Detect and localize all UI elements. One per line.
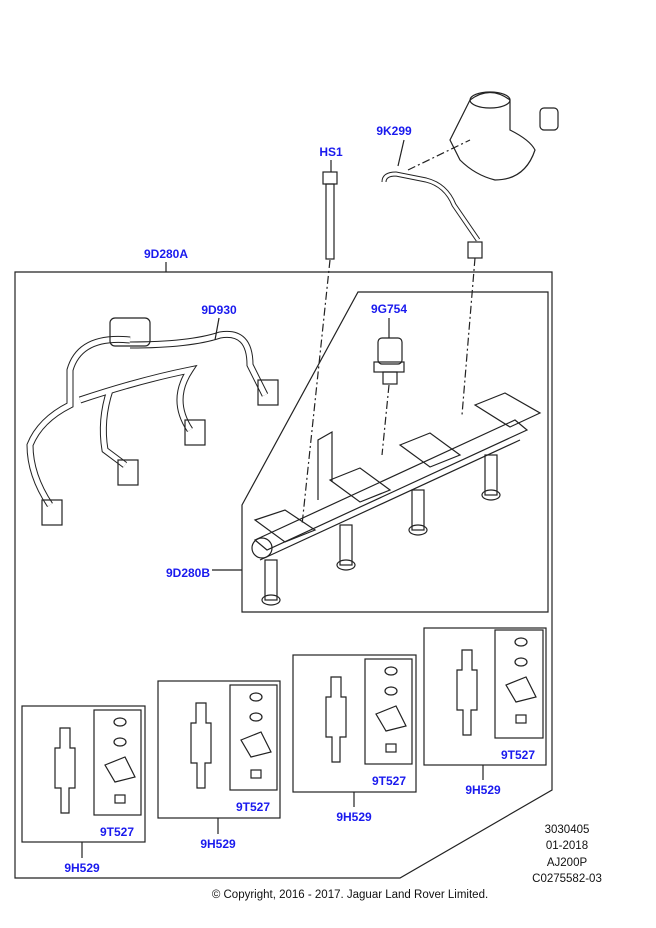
callout-9d280b[interactable]: 9D280B [165,566,211,580]
wiring-harness-9d930 [26,330,269,507]
callout-9t527-4[interactable]: 9T527 [500,748,536,762]
callout-9g754[interactable]: 9G754 [370,302,408,316]
callout-9d930[interactable]: 9D930 [201,303,237,317]
callout-9d280a[interactable]: 9D280A [143,247,189,261]
callout-hs1[interactable]: HS1 [319,145,343,159]
bolt-hs1 [322,171,338,260]
callout-9h529-4[interactable]: 9H529 [465,783,501,797]
reference-model: AJ200P [546,857,588,869]
injector-kit-3 [292,654,417,807]
reference-illustration: C0275582-03 [532,873,602,885]
fuel-rail-box [241,291,549,613]
callout-9h529-3[interactable]: 9H529 [336,810,372,824]
kit-outline-9d280a [14,271,553,879]
copyright-notice: © Copyright, 2016 - 2017. Jaguar Land Ro… [211,889,489,901]
callout-9h529-2[interactable]: 9H529 [200,837,236,851]
callout-9h529-1[interactable]: 9H529 [64,861,100,875]
callout-9k299[interactable]: 9K299 [376,124,412,138]
injector-kit-2 [157,680,281,834]
injectors [54,649,478,814]
wiring-harness-9d930-inner [27,331,268,507]
callout-9t527-3[interactable]: 9T527 [371,774,407,788]
fuel-rail-9d280b [251,392,542,606]
callout-9t527-1[interactable]: 9T527 [99,825,135,839]
injector-kit-4 [423,627,547,780]
reference-code: 3030405 [544,824,590,836]
injector-kit-1 [21,705,146,858]
reference-date: 01-2018 [545,840,589,852]
fuel-pump [449,91,559,181]
callout-9t527-2[interactable]: 9T527 [235,800,271,814]
pressure-sensor-9g754 [373,337,405,385]
seal-kits [104,637,537,804]
fuel-line-9k299 [381,171,481,242]
